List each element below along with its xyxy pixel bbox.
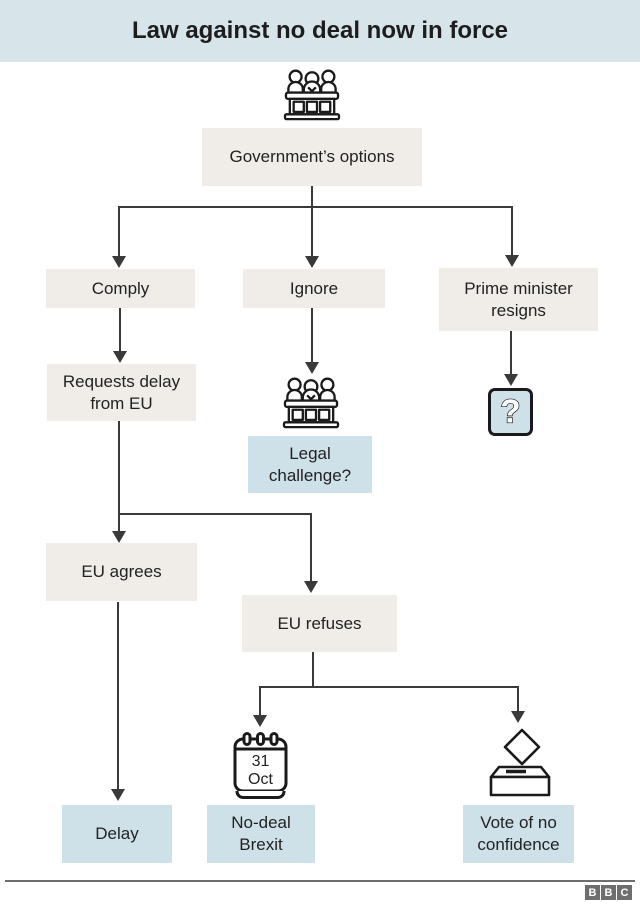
node-label: Requests delay from EU <box>62 371 181 413</box>
bbc-logo-letter: B <box>601 885 616 900</box>
question-glyph: ? <box>500 394 520 431</box>
bbc-logo: B B C <box>585 885 632 900</box>
ballot-box-icon <box>486 726 554 803</box>
node-label: Ignore <box>289 278 339 298</box>
node-requests-delay: Requests delay from EU <box>47 364 196 421</box>
node-no-deal-brexit: No-deal Brexit <box>207 805 315 863</box>
node-label: Prime minister resigns <box>464 278 573 320</box>
header-band: Law against no deal now in force <box>0 0 640 62</box>
node-label: Government’s options <box>229 147 395 166</box>
calendar-month: Oct <box>248 771 273 788</box>
bbc-logo-letter: B <box>585 885 600 900</box>
node-pm-resigns: Prime minister resigns <box>439 268 598 331</box>
node-government-options: Government’s options <box>202 128 422 186</box>
node-legal-challenge: Legal challenge? <box>248 436 372 493</box>
node-comply: Comply <box>46 269 195 308</box>
node-label: Comply <box>91 278 150 298</box>
node-label: Delay <box>95 824 139 843</box>
node-eu-refuses: EU refuses <box>242 595 397 652</box>
calendar-day: 31 <box>252 753 270 770</box>
page-title: Law against no deal now in force <box>131 17 509 44</box>
node-label: Legal challenge? <box>268 443 352 485</box>
node-eu-agrees: EU agrees <box>46 543 197 601</box>
node-label: EU refuses <box>277 613 362 633</box>
node-label: Vote of no confidence <box>477 813 560 854</box>
parliament-bench-icon <box>282 376 340 435</box>
node-delay: Delay <box>62 805 172 863</box>
question-mark-icon: ? <box>488 388 533 436</box>
node-label: EU agrees <box>81 562 162 581</box>
node-vote-no-confidence: Vote of no confidence <box>463 805 574 863</box>
calendar-icon: 31 Oct <box>233 732 288 804</box>
bbc-logo-letter: C <box>617 885 632 900</box>
node-ignore: Ignore <box>243 269 385 308</box>
node-label: No-deal Brexit <box>231 813 291 854</box>
parliament-bench-icon <box>283 68 341 127</box>
